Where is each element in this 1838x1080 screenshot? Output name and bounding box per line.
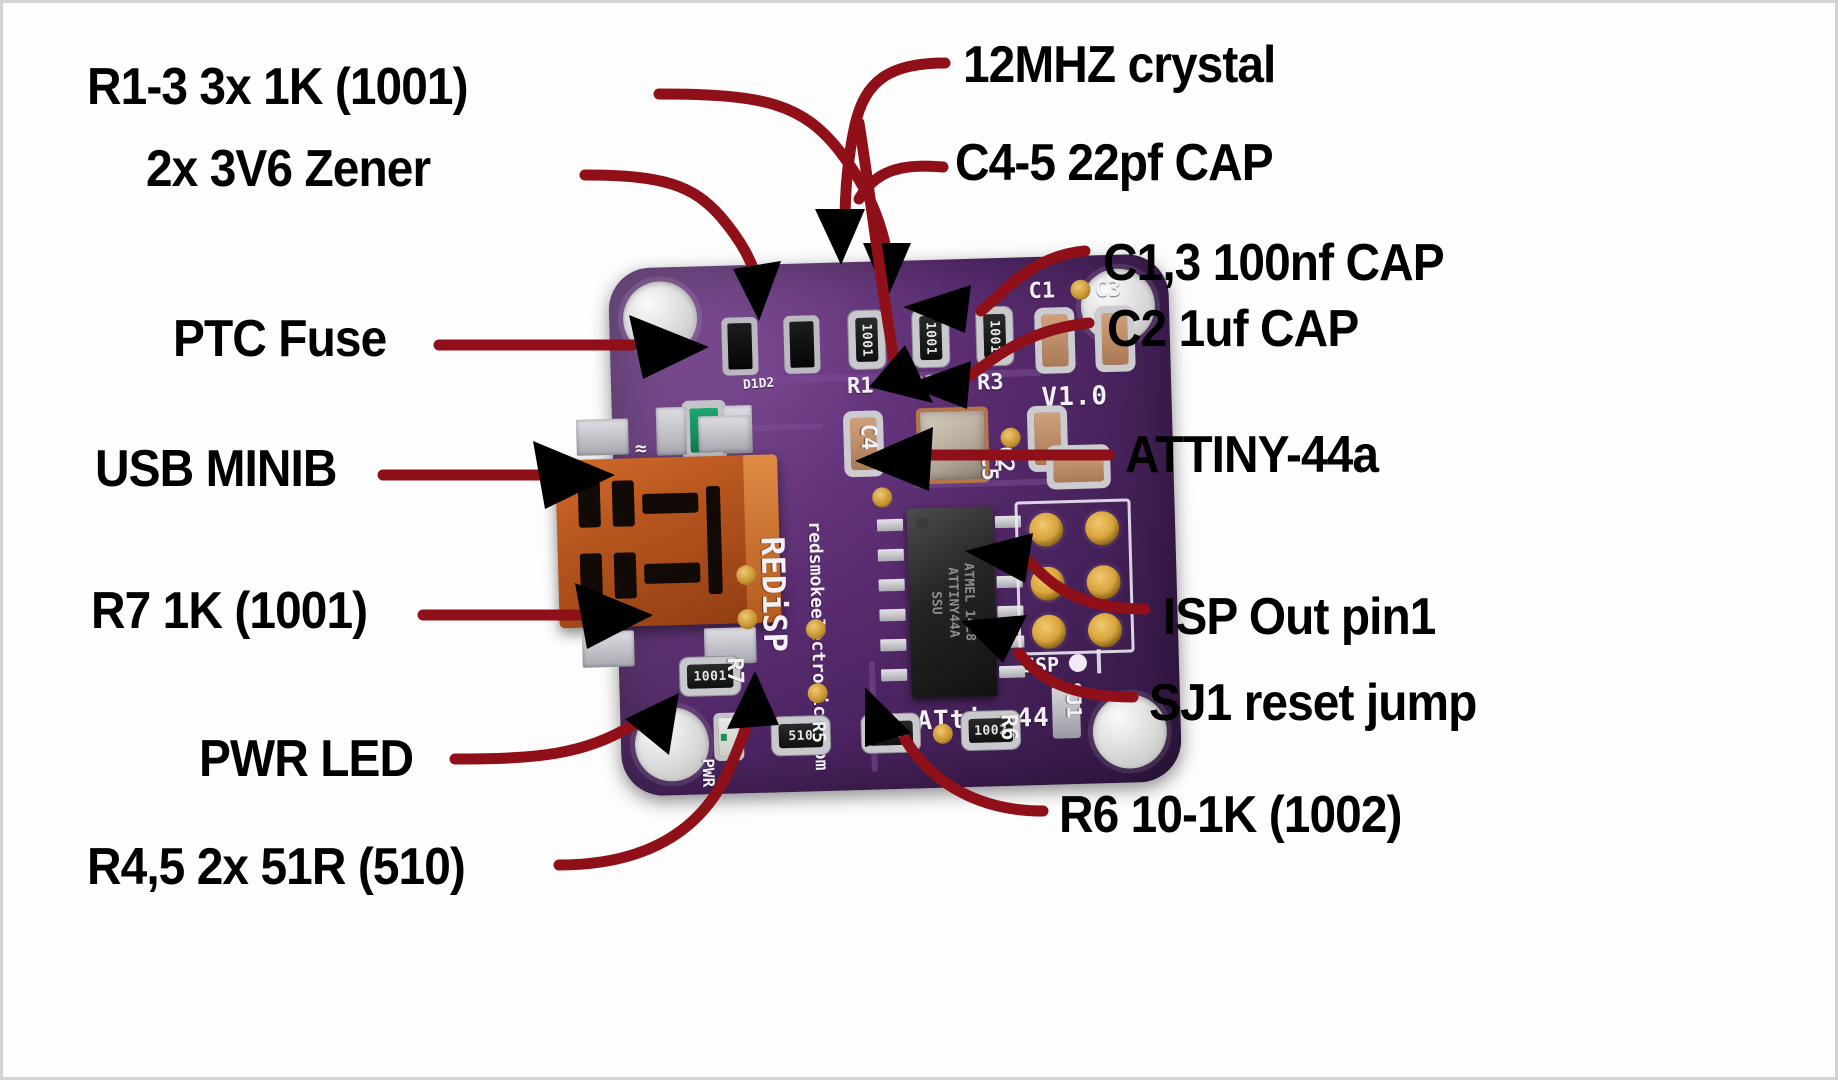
arrowhead-crystal	[815, 209, 865, 265]
silk-sj1: SJ1	[1061, 681, 1087, 719]
sj1-label: SJ1 reset jump	[1149, 674, 1477, 732]
leader-zener	[579, 169, 763, 285]
zener-diode-d1	[727, 322, 753, 370]
silk-c4: C4	[855, 423, 881, 451]
silk-brand: REDiSP	[753, 535, 795, 653]
r1-3-label: R1-3 3x 1K (1001)	[87, 58, 469, 116]
silk-r2: R2	[910, 371, 938, 398]
usb-shield-pad	[697, 415, 751, 453]
c2-cap-label: C2 1uf CAP	[1107, 300, 1359, 358]
silk-tick	[1096, 649, 1102, 674]
r7-label: R7 1K (1001)	[91, 582, 368, 640]
r4-5-label: R4,5 2x 51R (510)	[87, 838, 466, 896]
zener-diode-d2	[789, 321, 815, 368]
silk-r1: R1	[846, 373, 874, 400]
resistor-r5: 510	[868, 720, 914, 746]
silk-r7: R7	[721, 657, 748, 685]
capacitor-c2	[1053, 451, 1104, 483]
silk-pwr: PWR	[698, 758, 719, 788]
c1-3-cap-label: C1,3 100nf CAP	[1103, 234, 1445, 292]
solder-pad	[655, 406, 687, 456]
c4-5-cap-label: C4-5 22pf CAP	[955, 134, 1274, 192]
zener-label: 2x 3V6 Zener	[146, 140, 431, 198]
attiny-label: ATTINY-44a	[1125, 426, 1379, 484]
crystal-label: 12MHZ crystal	[963, 36, 1276, 94]
leader-pwr-led	[449, 719, 639, 765]
resistor-r2: 1001	[919, 315, 943, 361]
pcb-board: D1D2 1001 1001 1001 R1 R2 R3 C1 C3 V1.0 …	[555, 253, 1183, 797]
silk-d1d2: D1D2	[742, 375, 775, 393]
silk-r6: R6	[995, 713, 1022, 741]
silk-version: V1.0	[1041, 381, 1109, 413]
usb-mini-b-connector	[555, 454, 782, 629]
usb-shield-pad	[575, 418, 629, 456]
silk-r5: R5	[807, 720, 830, 744]
silk-c2: C2	[991, 445, 1018, 473]
ptc-fuse-label: PTC Fuse	[173, 310, 387, 368]
resistor-r3: 1001	[983, 313, 1007, 359]
pwr-led-label: PWR LED	[199, 730, 414, 788]
silk-r3: R3	[976, 369, 1004, 396]
leader-r1-3	[653, 88, 893, 259]
usb-shield-pad	[581, 630, 635, 668]
leader-c4-5	[853, 160, 949, 205]
silk-c1: C1	[1028, 278, 1056, 305]
r6-label: R6 10-1K (1002)	[1059, 786, 1402, 844]
silk-usb-squiggle: ≈	[634, 435, 648, 461]
resistor-r1: 1001	[855, 317, 879, 363]
power-led	[718, 717, 740, 756]
isp-out-label: ISP Out pin1	[1163, 588, 1436, 646]
usb-minib-label: USB MINIB	[95, 440, 337, 498]
capacitor-c1	[1041, 314, 1069, 367]
leader-crystal	[839, 57, 951, 229]
silk-isp: ISP	[1022, 652, 1060, 678]
